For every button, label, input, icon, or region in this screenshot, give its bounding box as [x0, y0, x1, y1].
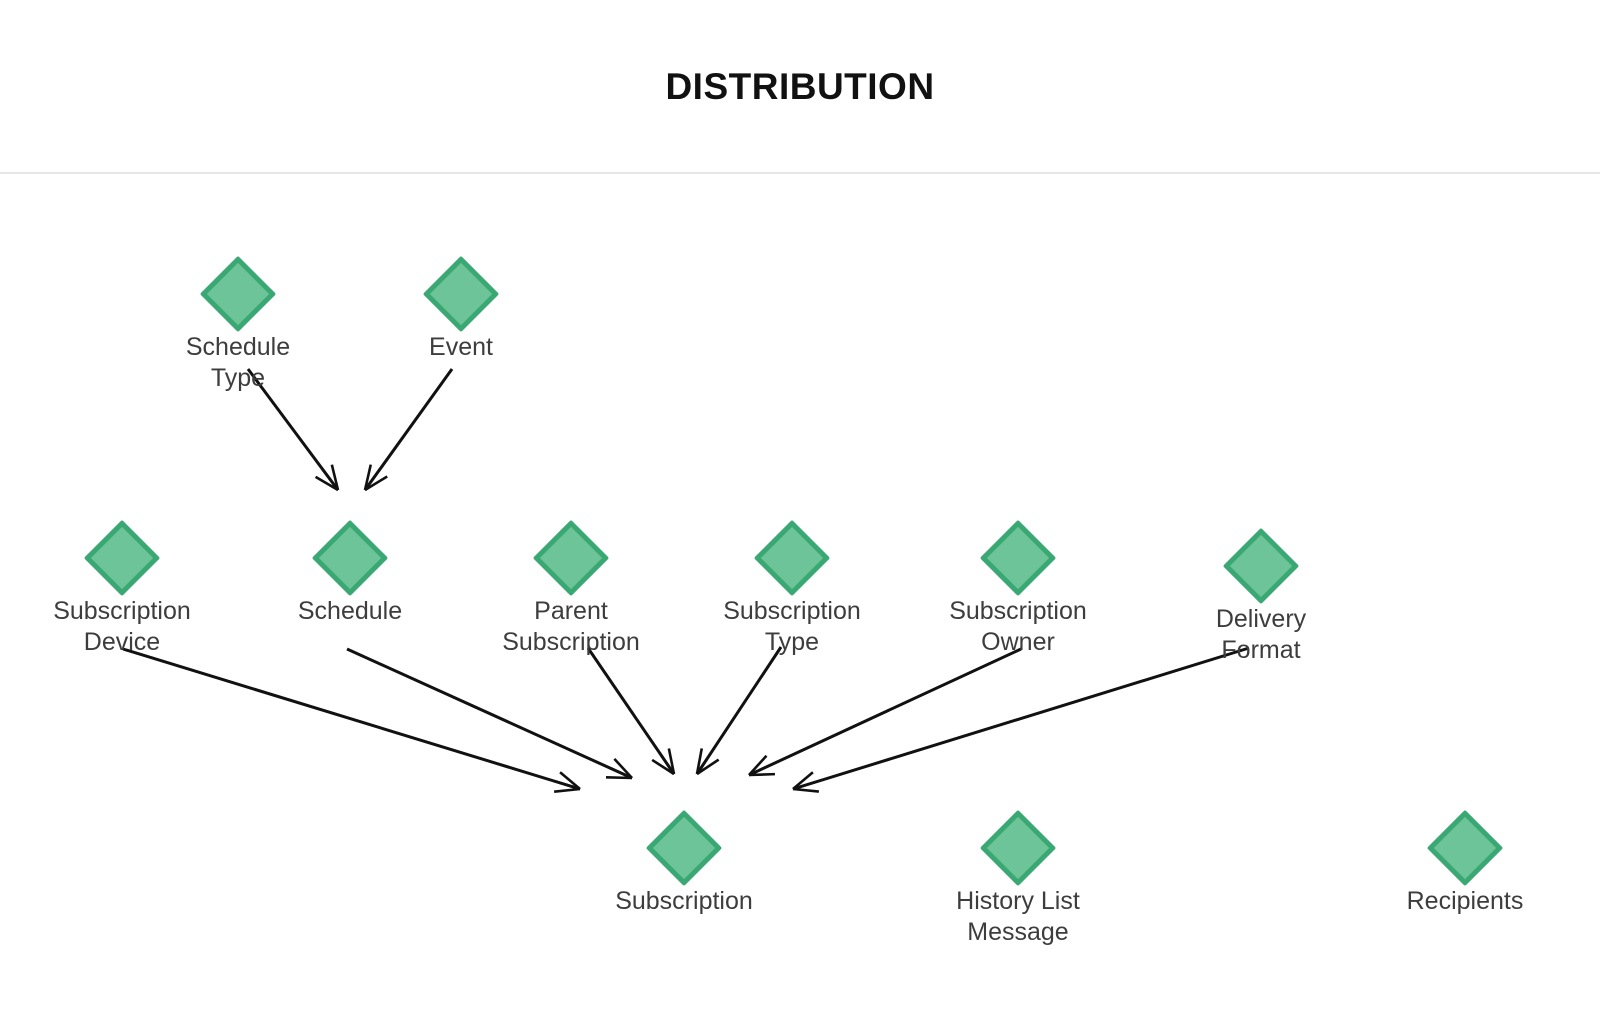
node-subscription[interactable]: Subscription — [554, 809, 814, 917]
node-label: Schedule Type — [185, 333, 291, 392]
diamond-icon — [1222, 527, 1300, 605]
crowsfoot-prong-0 — [363, 464, 373, 491]
crowsfoot-prong-1 — [554, 780, 581, 791]
crowsfoot-marker-icon — [748, 754, 776, 777]
diamond-icon — [645, 809, 723, 887]
diamond-icon — [753, 519, 831, 597]
crowsfoot-marker-icon — [554, 771, 581, 793]
node-label: Recipients — [1406, 887, 1524, 915]
crowsfoot-marker-icon — [651, 748, 676, 776]
page-header: DISTRIBUTION — [0, 0, 1600, 174]
edge-line — [695, 646, 783, 775]
node-label: History List Message — [956, 887, 1080, 946]
node-delivery_format[interactable]: Delivery Format — [1131, 527, 1391, 666]
crowsfoot-prong-1 — [658, 751, 676, 775]
crowsfoot-prong-0 — [554, 787, 581, 793]
node-parent_subscription[interactable]: Parent Subscription — [441, 519, 701, 658]
node-recipients[interactable]: Recipients — [1335, 809, 1595, 917]
node-label: Subscription Owner — [949, 597, 1087, 656]
diamond-icon — [83, 519, 161, 597]
crowsfoot-prong-1 — [748, 762, 774, 777]
edge-line — [346, 647, 633, 780]
node-label: Schedule — [297, 597, 403, 625]
edge-line — [792, 646, 1250, 791]
diamond-icon — [199, 255, 277, 333]
crowsfoot-prong-0 — [651, 758, 675, 776]
diamond-icon — [979, 809, 1057, 887]
node-subscription_type[interactable]: Subscription Type — [662, 519, 922, 658]
crowsfoot-prong-2 — [364, 475, 388, 492]
crowsfoot-prong-0 — [695, 748, 704, 775]
crowsfoot-marker-icon — [363, 464, 388, 492]
diamond-icon — [979, 519, 1057, 597]
node-label: Subscription Type — [723, 597, 861, 656]
diamond-icon — [532, 519, 610, 597]
diamond-icon — [1426, 809, 1504, 887]
crowsfoot-prong-1 — [363, 468, 382, 491]
crowsfoot-prong-1 — [607, 766, 633, 780]
crowsfoot-prong-0 — [605, 776, 633, 780]
node-event[interactable]: Event — [331, 255, 591, 363]
edge-delivery_format-to-subscription[interactable] — [792, 646, 1250, 793]
edge-line — [586, 647, 676, 775]
crowsfoot-prong-2 — [748, 772, 776, 777]
crowsfoot-marker-icon — [695, 748, 720, 776]
edge-line — [748, 647, 1022, 777]
diamond-icon — [422, 255, 500, 333]
node-label: Event — [429, 333, 493, 361]
node-label: Subscription Device — [53, 597, 191, 656]
edge-subscription_owner-to-subscription[interactable] — [748, 647, 1022, 777]
node-subscription_device[interactable]: Subscription Device — [0, 519, 252, 658]
crowsfoot-prong-0 — [314, 475, 339, 492]
crowsfoot-prong-2 — [613, 758, 633, 779]
crowsfoot-prong-2 — [696, 758, 720, 776]
crowsfoot-prong-2 — [667, 748, 676, 775]
crowsfoot-marker-icon — [314, 464, 340, 492]
crowsfoot-prong-2 — [559, 771, 581, 790]
node-history_list_message[interactable]: History List Message — [888, 809, 1148, 948]
crowsfoot-prong-2 — [330, 464, 340, 491]
edge-event-to-schedule[interactable] — [363, 368, 454, 492]
edge-subscription_device-to-subscription[interactable] — [122, 647, 581, 793]
node-schedule[interactable]: Schedule — [220, 519, 480, 627]
edge-parent_subscription-to-subscription[interactable] — [586, 647, 676, 776]
node-label: Delivery Format — [1215, 605, 1307, 664]
crowsfoot-prong-1 — [321, 468, 340, 491]
node-label: Subscription — [615, 887, 753, 915]
crowsfoot-marker-icon — [792, 771, 819, 793]
diamond-icon — [311, 519, 389, 597]
edge-line — [363, 368, 454, 491]
crowsfoot-prong-1 — [792, 780, 819, 791]
crowsfoot-prong-1 — [695, 751, 713, 775]
edge-schedule-to-subscription[interactable] — [346, 647, 633, 780]
node-subscription_owner[interactable]: Subscription Owner — [888, 519, 1148, 658]
crowsfoot-prong-0 — [748, 754, 768, 776]
page-title: DISTRIBUTION — [665, 66, 935, 107]
edge-subscription_type-to-subscription[interactable] — [695, 646, 783, 776]
node-label: Parent Subscription — [502, 597, 640, 656]
edge-line — [122, 647, 581, 791]
crowsfoot-marker-icon — [605, 758, 633, 780]
crowsfoot-prong-2 — [792, 787, 819, 793]
crowsfoot-prong-0 — [792, 771, 814, 790]
node-schedule_type[interactable]: Schedule Type — [108, 255, 368, 394]
